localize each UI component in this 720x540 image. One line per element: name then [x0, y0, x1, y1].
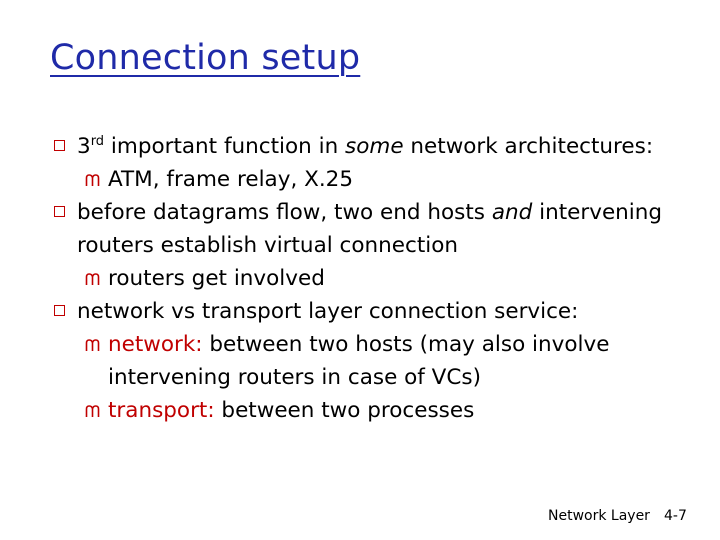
sub-bullet-2-text: routers get involved: [108, 266, 325, 291]
bullet-item-1: 3rd important function in some network a…: [52, 130, 702, 163]
bullet-3-text: network vs transport layer connection se…: [77, 299, 579, 324]
sub-bullet-item-3-continuation: intervening routers in case of VCs): [52, 361, 702, 394]
square-bullet-icon: [54, 140, 65, 151]
bullet-1-text-a: important function in: [104, 134, 346, 159]
network-label: network:: [108, 332, 203, 357]
sub-bullet-item-2: routers get involved: [52, 262, 702, 295]
m-bullet-icon: [85, 338, 100, 352]
bullet-1-superscript: rd: [90, 133, 105, 149]
footer-chapter: Network Layer: [548, 508, 650, 524]
sub-bullet-3-line-2: intervening routers in case of VCs): [108, 365, 481, 390]
sub-bullet-item-1: ATM, frame relay, X.25: [52, 163, 702, 196]
bullet-2-emphasis: and: [491, 200, 533, 225]
sub-bullet-item-3: network: between two hosts (may also inv…: [52, 328, 702, 361]
footer-page-number: 4-7: [664, 508, 687, 524]
bullet-2-line-2: routers establish virtual connection: [77, 233, 459, 258]
square-bullet-icon: [54, 206, 65, 217]
m-bullet-icon: [85, 272, 100, 286]
sub-bullet-4-text: between two processes: [214, 398, 475, 423]
bullet-item-2-continuation: routers establish virtual connection: [52, 229, 702, 262]
transport-label: transport:: [108, 398, 215, 423]
sub-bullet-item-4: transport: between two processes: [52, 394, 702, 427]
bullet-list: 3rd important function in some network a…: [52, 130, 702, 427]
m-bullet-icon: [85, 173, 100, 187]
slide-title: Connection setup: [50, 38, 361, 78]
bullet-1-number: 3: [77, 134, 91, 159]
bullet-2-text-b: intervening: [532, 200, 663, 225]
sub-bullet-1-text: ATM, frame relay, X.25: [108, 167, 354, 192]
bullet-item-2: before datagrams flow, two end hosts and…: [52, 196, 702, 229]
sub-bullet-3-text: between two hosts (may also involve: [202, 332, 610, 357]
bullet-1-text-b: network architectures:: [403, 134, 654, 159]
bullet-item-3: network vs transport layer connection se…: [52, 295, 702, 328]
bullet-2-text-a: before datagrams flow, two end hosts: [77, 200, 492, 225]
square-bullet-icon: [54, 305, 65, 316]
m-bullet-icon: [85, 404, 100, 418]
bullet-1-emphasis: some: [345, 134, 404, 159]
